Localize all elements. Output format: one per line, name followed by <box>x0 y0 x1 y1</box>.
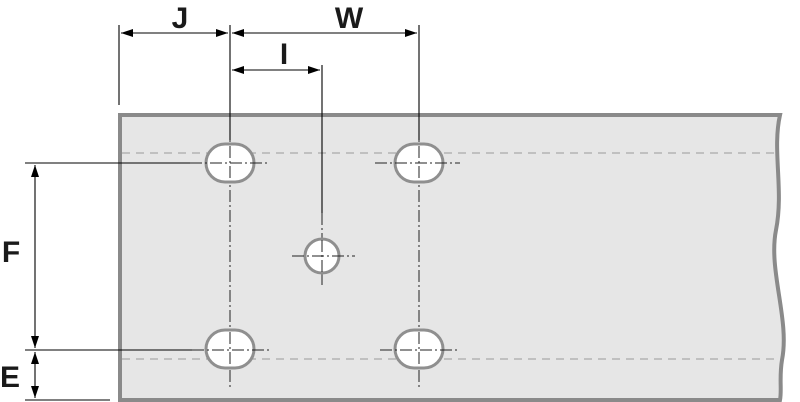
plate <box>118 113 786 402</box>
j-arrow-left <box>121 29 133 37</box>
dimension-label-f: F <box>2 236 20 269</box>
e-arrow-bottom <box>31 386 39 398</box>
j-arrow-right <box>216 29 228 37</box>
i-arrow-left <box>232 66 244 74</box>
f-arrow-bottom <box>31 336 39 348</box>
i-arrow-right <box>308 66 320 74</box>
dimension-label-e: E <box>0 361 20 394</box>
dimension-label-w: W <box>335 2 364 35</box>
f-arrow-top <box>31 165 39 177</box>
dimension-label-i: I <box>280 38 288 71</box>
w-arrow-left <box>232 29 244 37</box>
dimension-label-j: J <box>172 2 189 35</box>
e-arrow-top <box>31 352 39 364</box>
w-arrow-right <box>405 29 417 37</box>
